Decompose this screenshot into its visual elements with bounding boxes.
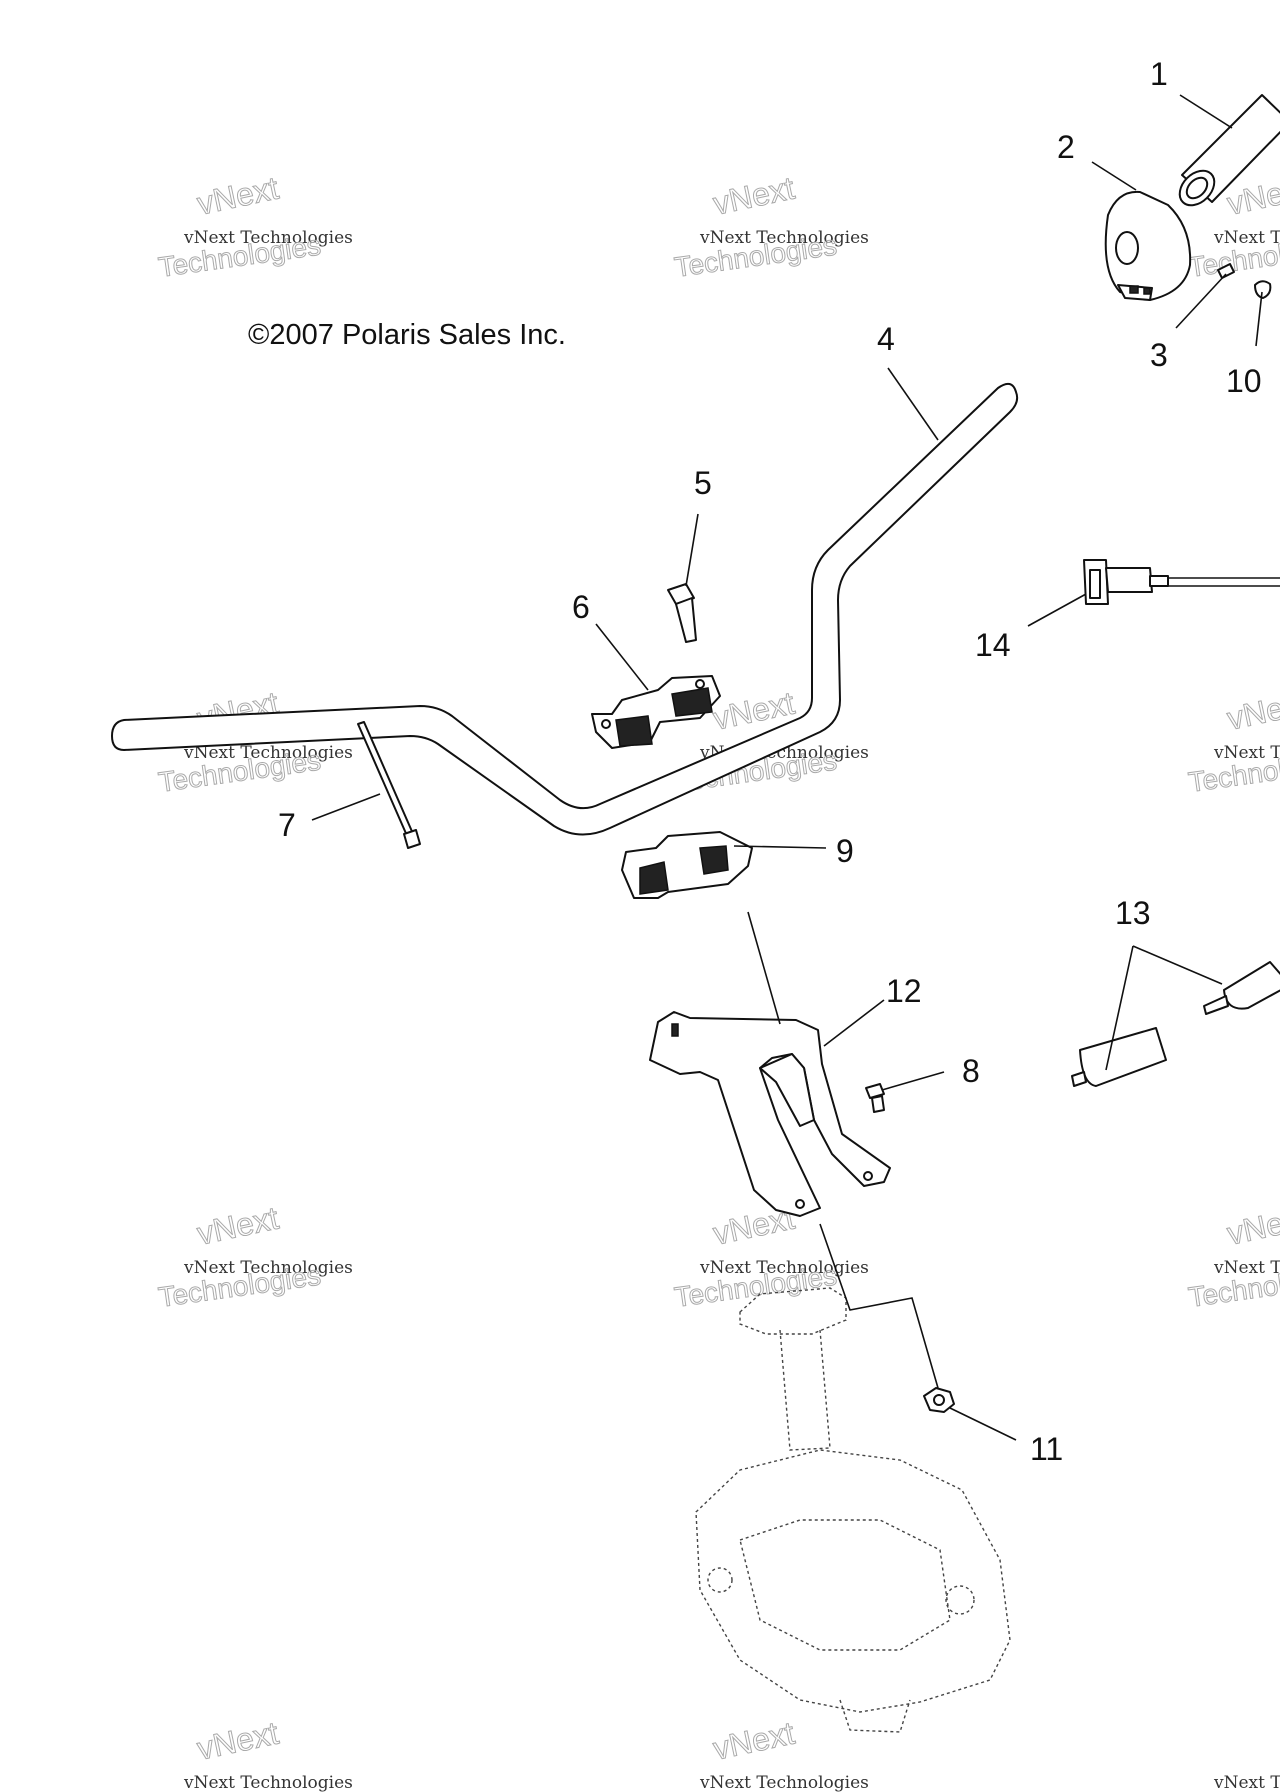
callout-numbers: 1 2 3 4 5 6 7 8 9 10 11 12 13 14 [278,56,1262,1467]
callout-7: 7 [278,807,296,843]
watermark-group: vNext vNext Technologies [699,1714,869,1792]
watermark-vnext: vNext [710,1715,798,1767]
part-2-housing [1104,190,1192,301]
callout-6: 6 [572,589,590,625]
callout-1: 1 [1150,56,1168,92]
watermark-vnext-technologies: vNext Technologies [1213,1258,1280,1278]
watermark-vnext: vNext [194,1715,282,1767]
callout-8: 8 [962,1053,980,1089]
watermark-group: vNext vNext Technologies Technologies [156,1199,353,1313]
part-12-bracket [649,1011,891,1217]
watermark-group: vNext vNext Technologies Technologies [1186,684,1280,798]
callout-13: 13 [1115,895,1151,931]
watermark-vnext-technologies: vNext Technologies [699,1773,869,1792]
watermark-vnext-technologies: vNext Technologies [183,1773,353,1792]
watermark-vnext: vNext [1224,1200,1280,1252]
watermark-group: vNext Technologies [1213,1773,1280,1792]
part-8-bolt [865,1083,885,1113]
watermark-group: vNext vNext Technologies Technologies [1186,1199,1280,1313]
part-13-cable [1071,961,1280,1087]
part-14-connector [1083,559,1280,605]
watermark-vnext-technologies: vNext Technologies [699,1258,869,1278]
callout-11: 11 [1030,1431,1063,1467]
watermark-vnext-technologies: vNext Technologies [699,228,869,248]
callout-3: 3 [1150,337,1168,373]
part-5-bolt [667,583,697,643]
watermark-group: vNext vNext Technologies Technologies [672,1199,869,1313]
callout-12: 12 [886,973,922,1009]
part-3-screw [1217,263,1235,279]
watermark-vnext: vNext [710,170,798,222]
callout-9: 9 [836,833,854,869]
watermark-vnext: vNext [1224,685,1280,737]
part-6-upper-clamp [591,675,721,749]
part-11-nut [923,1387,955,1413]
part-1-grip [1178,94,1280,207]
watermark-vnext: vNext [194,170,282,222]
watermark-vnext-technologies: vNext Technologies [1213,1773,1280,1792]
watermark-group: vNext vNext Technologies Technologies [672,169,869,283]
watermark-vnext-technologies: vNext Technologies [183,743,353,763]
part-10-screw [1254,280,1272,299]
watermark-group: vNext vNext Technologies [183,1714,353,1792]
phantom-steering-post [695,1287,1011,1733]
watermark-vnext-technologies: vNext Technologies [183,228,353,248]
part-9-lower-clamp [621,831,753,899]
callout-10: 10 [1226,363,1262,399]
callout-14: 14 [975,627,1011,663]
part-7-long-bolt [357,721,421,849]
leader-lines [311,94,1263,1441]
callout-5: 5 [694,465,712,501]
callout-2: 2 [1057,129,1075,165]
watermark-group: vNext vNext Technologies Technologies [156,169,353,283]
watermark-group: vNext vNext Technologies Technologies [1186,169,1280,283]
callout-4: 4 [877,321,895,357]
watermark-vnext-technologies: vNext Technologies [1213,228,1280,248]
watermark-vnext-technologies: vNext Technologies [1213,743,1280,763]
watermark-vnext: vNext [194,1200,282,1252]
copyright-text: ©2007 Polaris Sales Inc. [248,319,566,351]
part-4-handlebar [111,382,1019,836]
watermark-vnext-technologies: vNext Technologies [183,1258,353,1278]
